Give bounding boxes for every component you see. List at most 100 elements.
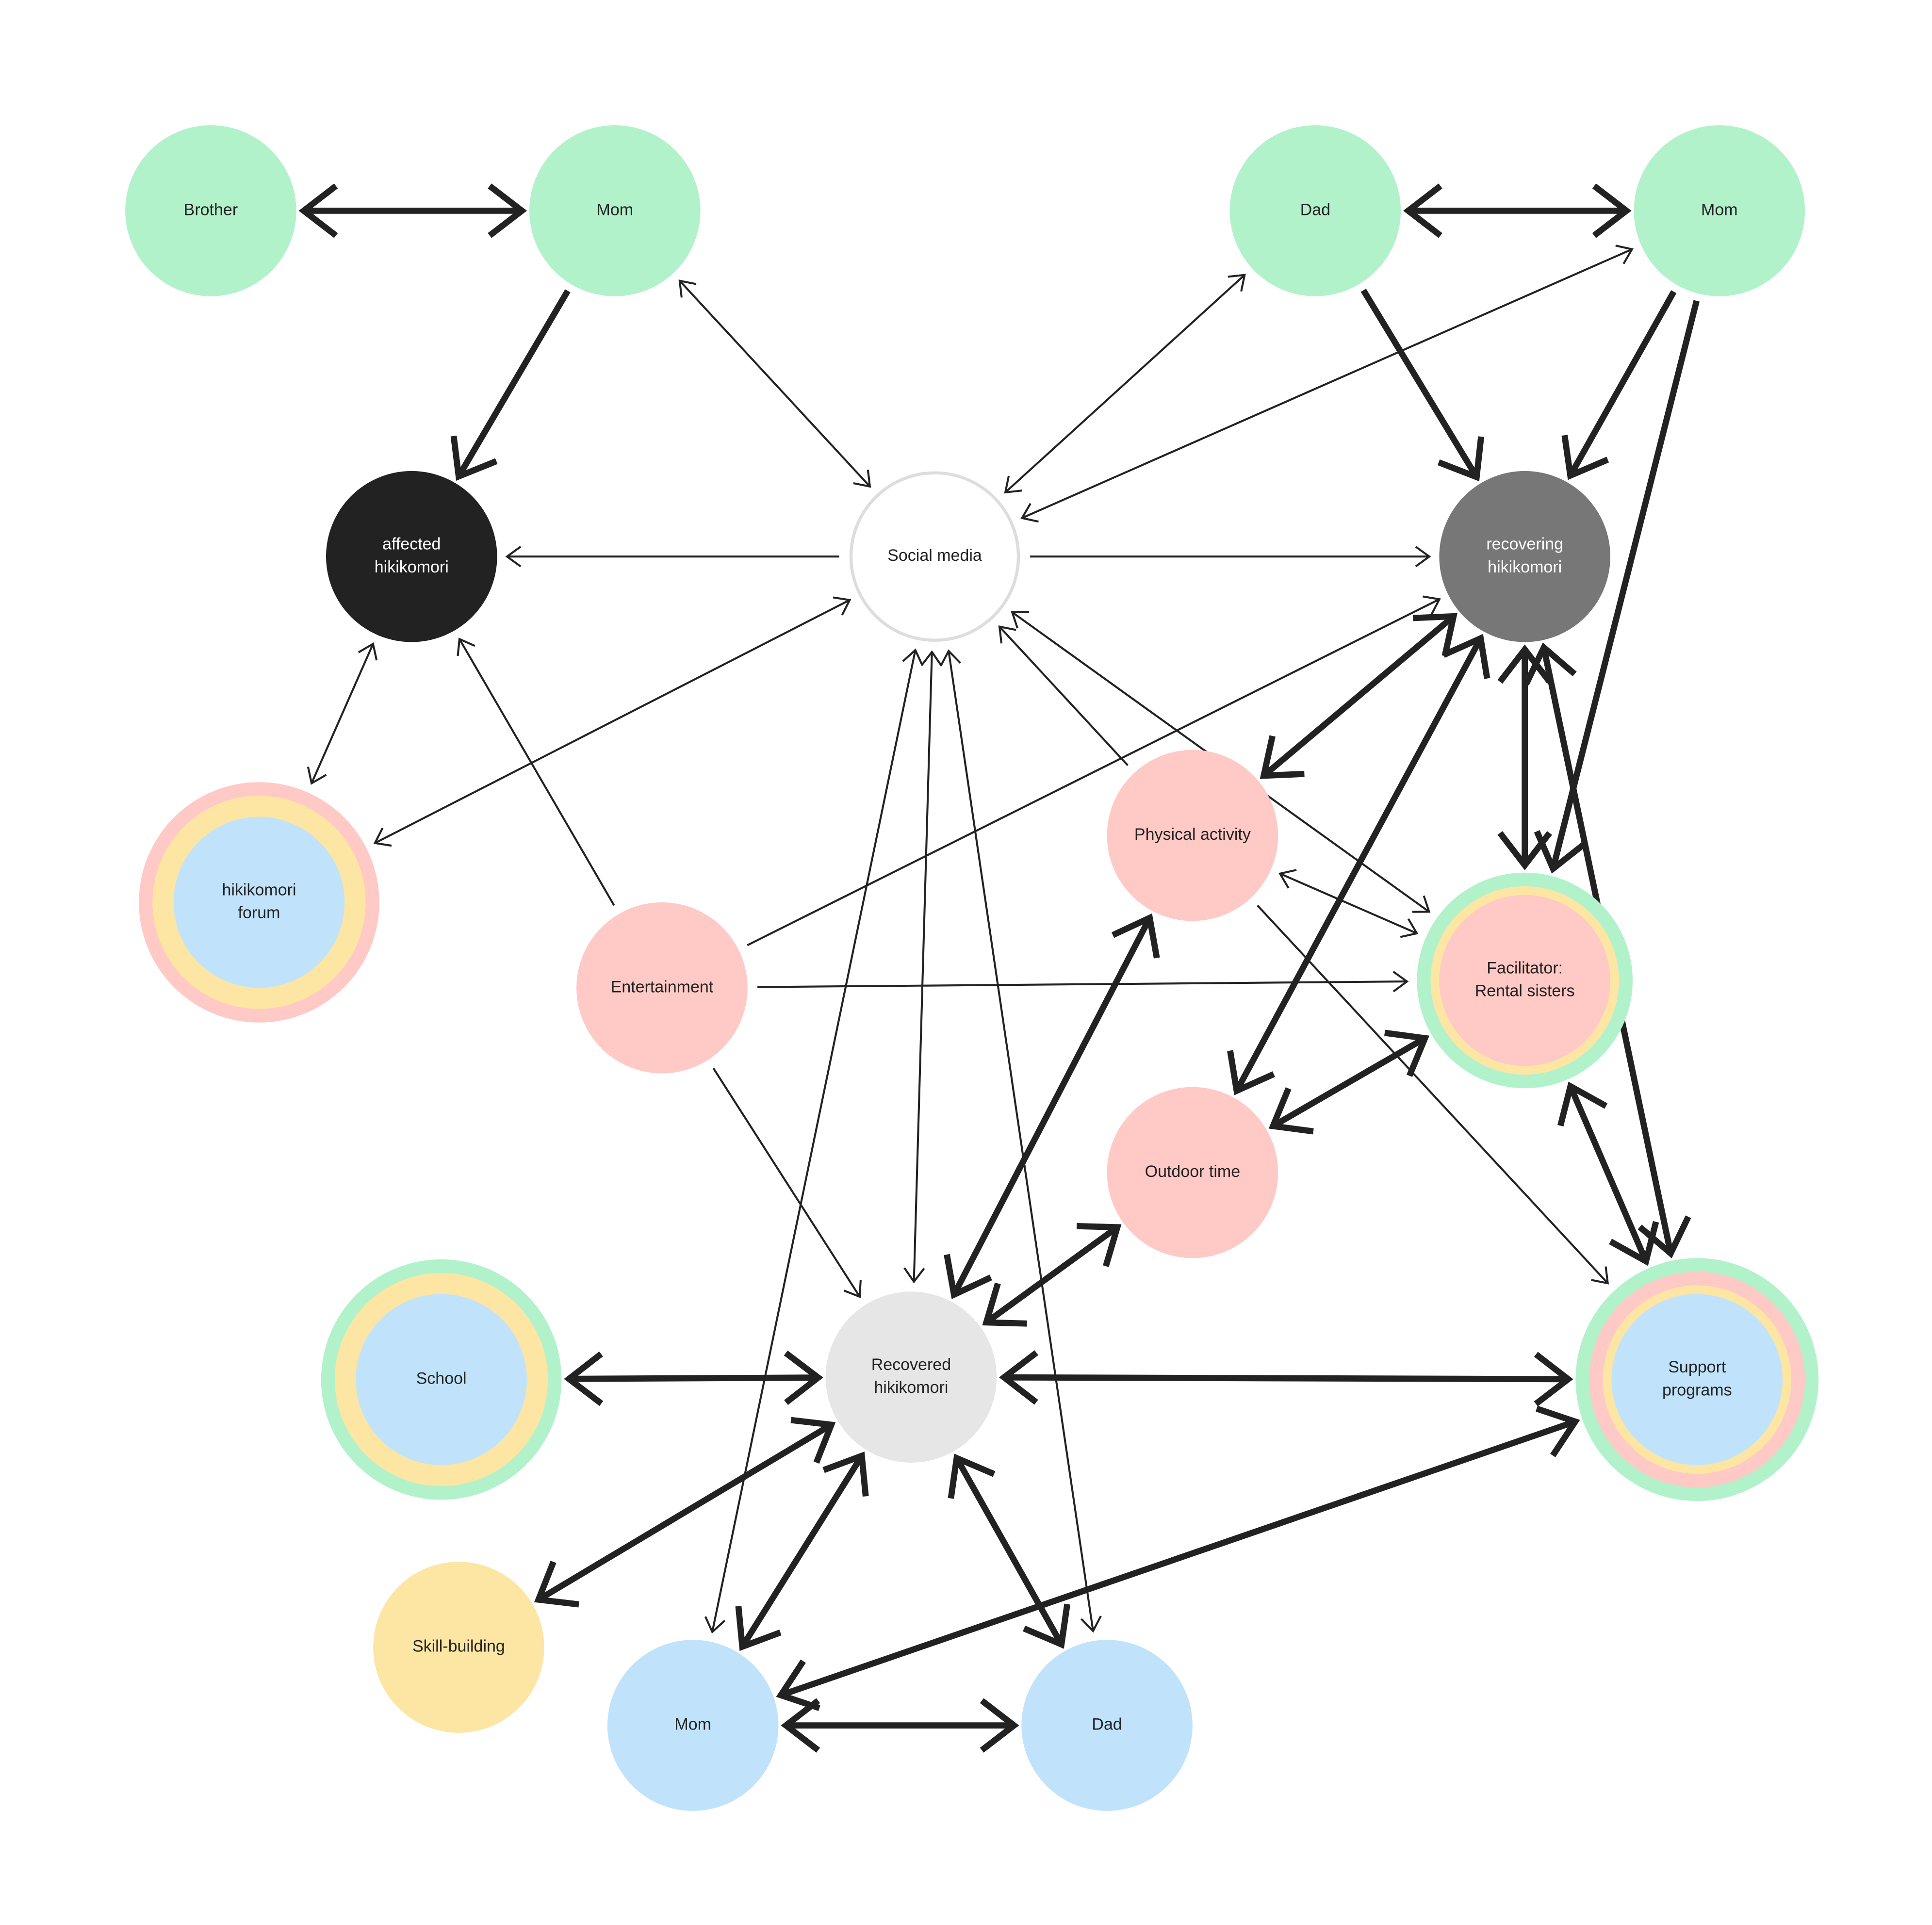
- node-label: Recovered: [871, 1355, 951, 1374]
- arrowhead-end: [1609, 1221, 1659, 1266]
- connection-line: [1567, 1085, 1649, 1263]
- connection-line: [711, 650, 917, 1632]
- arrowhead-end: [1111, 913, 1160, 959]
- node-ring-green: [1634, 125, 1805, 296]
- arrowhead-end: [1011, 611, 1030, 629]
- node-label: recovering: [1486, 535, 1563, 554]
- connection-physical-activity-to-social-media: [998, 625, 1129, 766]
- connection-mom-top-left-to-social-media: [678, 279, 871, 488]
- node-ring-green: [529, 125, 701, 296]
- connection-line: [954, 1456, 1064, 1646]
- connection-social-media-to-recovering-hikikomori: [1030, 546, 1431, 568]
- arrowhead-start: [784, 1350, 823, 1405]
- arrowhead-end: [1415, 546, 1431, 568]
- arrowhead-start: [358, 642, 378, 661]
- connection-line: [1261, 614, 1456, 778]
- node-label: Dad: [1092, 1715, 1122, 1734]
- connection-recovered-hikikomori-to-school: [564, 1350, 823, 1406]
- arrowhead-start: [1497, 644, 1552, 684]
- connection-recovered-hikikomori-to-mom-bottom: [735, 1452, 869, 1651]
- connection-social-media-to-dad-bottom: [940, 649, 1102, 1633]
- connection-line: [456, 289, 571, 478]
- arrowhead-start: [982, 1282, 1027, 1327]
- arrowhead-start: [999, 1350, 1038, 1405]
- connection-entertainment-to-facilitator: [757, 971, 1409, 993]
- connection-mom-bottom-to-dad-bottom: [781, 1698, 1019, 1753]
- arrowhead-start: [1615, 245, 1634, 264]
- arrowhead-end: [1591, 1266, 1609, 1285]
- arrowhead-start: [781, 1698, 820, 1753]
- arrowhead-end: [903, 1267, 925, 1284]
- connection-line: [913, 652, 933, 1282]
- arrowhead-start: [1278, 869, 1297, 889]
- arrowhead-end: [1561, 435, 1609, 480]
- node-label: School: [416, 1370, 467, 1388]
- connection-recovered-hikikomori-to-dad-bottom: [948, 1453, 1071, 1649]
- node-ring-light_gray: [825, 1291, 997, 1463]
- connection-entertainment-to-recovering-hikikomori: [747, 595, 1441, 946]
- node-mom-bottom: Mom: [607, 1640, 779, 1811]
- connection-dad-top-right-to-recovering-hikikomori: [1360, 288, 1485, 482]
- node-social-media: Social media: [849, 471, 1020, 642]
- connection-line: [999, 626, 1129, 766]
- connection-dad-top-right-to-mom-top-right: [1403, 183, 1632, 238]
- arrowhead-end: [1023, 1603, 1071, 1649]
- connection-line: [1360, 288, 1479, 479]
- connection-line: [984, 1224, 1119, 1325]
- node-label: Dad: [1300, 200, 1330, 219]
- node-label: Physical activity: [1134, 825, 1251, 844]
- connection-line: [1568, 290, 1677, 477]
- connection-mom-top-right-to-recovering-hikikomori: [1561, 290, 1677, 480]
- arrowhead-start: [776, 1659, 820, 1711]
- node-ring-pink: [1439, 895, 1610, 1066]
- connection-dad-top-right-to-social-media: [1004, 274, 1246, 494]
- node-ring-blue: [1611, 1294, 1783, 1465]
- arrowhead-start: [1442, 634, 1490, 679]
- arrowhead-start: [790, 1417, 836, 1464]
- connection-line: [679, 280, 871, 488]
- node-label: affected: [382, 535, 441, 554]
- arrowhead-end: [373, 827, 392, 847]
- node-label: forum: [238, 904, 280, 922]
- connection-physical-activity-to-support-programs: [1257, 904, 1609, 1285]
- node-brother: Brother: [125, 125, 296, 296]
- arrowhead-end: [1497, 831, 1552, 870]
- connection-affected-hikikomori-to-hikikomori-forum: [307, 642, 378, 785]
- connection-mom-top-left-to-affected-hikikomori: [450, 289, 571, 481]
- arrowhead-end: [1081, 1615, 1102, 1633]
- arrowhead-end: [1384, 1029, 1430, 1077]
- node-physical-activity: Physical activity: [1107, 750, 1278, 921]
- arrowhead-end: [1534, 1352, 1573, 1406]
- node-entertainment: Entertainment: [576, 902, 748, 1074]
- arrowhead-end: [1076, 1223, 1122, 1267]
- connection-mom-bottom-to-support-programs: [776, 1405, 1580, 1711]
- arrowhead-end: [843, 1280, 862, 1298]
- arrowhead-end: [1423, 595, 1441, 615]
- arrowhead-start: [1228, 274, 1246, 292]
- connection-line: [1257, 904, 1609, 1284]
- arrowhead-start: [1412, 613, 1457, 657]
- arrowhead-end: [307, 767, 327, 785]
- connection-recovered-hikikomori-to-physical-activity: [944, 913, 1160, 1299]
- arrowhead-start: [940, 649, 961, 667]
- node-ring-dark_gray: [1439, 471, 1610, 642]
- arrowhead-start: [1523, 642, 1577, 685]
- connection-line: [1004, 274, 1245, 493]
- node-recovering-hikikomori: recovering hikikomori: [1439, 471, 1610, 642]
- node-ring-pink: [576, 902, 748, 1074]
- arrowhead-end: [1592, 183, 1632, 238]
- connection-line: [757, 980, 1407, 988]
- arrowhead-end: [457, 637, 475, 656]
- connection-line: [739, 1454, 865, 1648]
- connection-entertainment-to-recovered-hikikomori: [712, 1067, 862, 1298]
- connection-line: [1021, 248, 1633, 519]
- connection-line: [747, 598, 1440, 946]
- connection-line: [780, 1419, 1576, 1698]
- node-label: hikikomori: [1488, 558, 1562, 576]
